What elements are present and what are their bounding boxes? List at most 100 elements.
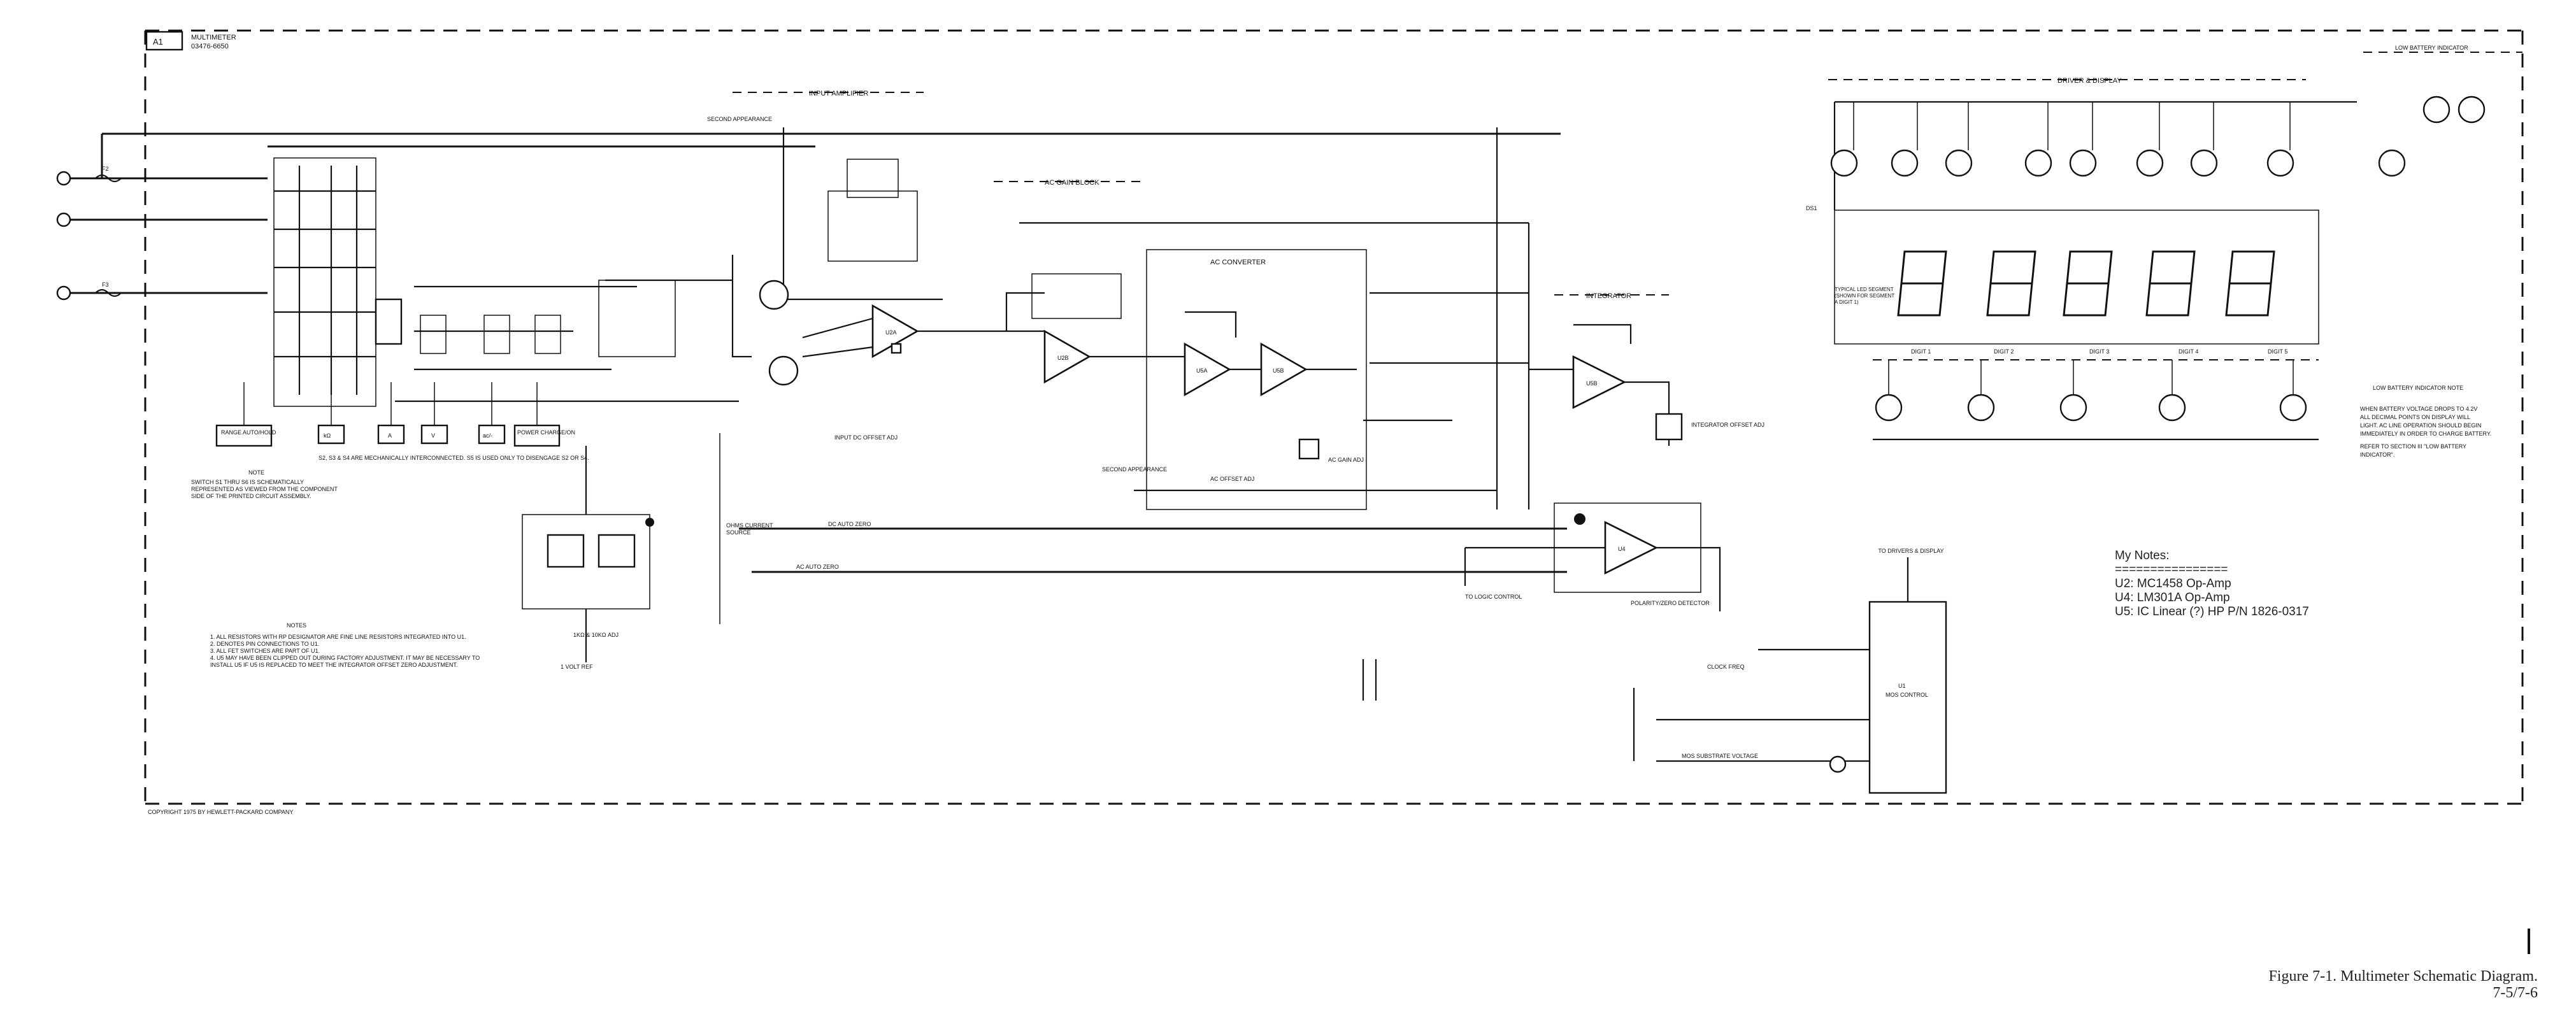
ac-gain-block: AC GAIN BLOCK U2B SECOND APPEARANCE [994, 179, 1167, 473]
digit-driver-transistors [1875, 394, 2307, 422]
svg-text:AC GAIN BLOCK: AC GAIN BLOCK [1045, 179, 1099, 187]
switch-mechanical-note: S2, S3 & S4 ARE MECHANICALLY INTERCONNEC… [318, 455, 589, 461]
svg-text:03476-6650: 03476-6650 [191, 43, 229, 50]
switch-label-row: RANGE AUTO/HOLD kΩ A V ac/- POWER CHARGE… [215, 382, 575, 447]
svg-text:AC AUTO ZERO: AC AUTO ZERO [796, 564, 839, 570]
digit-3-label: DIGIT 3 [2089, 348, 2109, 355]
svg-text:SECOND APPEARANCE: SECOND APPEARANCE [1102, 466, 1167, 473]
note-1: 1. ALL RESISTORS WITH RP DESIGNATOR ARE … [210, 634, 466, 640]
svg-text:INPUT DC OFFSET ADJ: INPUT DC OFFSET ADJ [834, 434, 898, 441]
svg-text:WHEN BATTERY VOLTAGE DROPS TO: WHEN BATTERY VOLTAGE DROPS TO 4.2V [2360, 406, 2477, 412]
input-terminals: F2 F3 [56, 132, 1561, 301]
svg-text:NOTES: NOTES [287, 622, 306, 629]
transistor-q2 [768, 355, 799, 386]
svg-text:U5B: U5B [1586, 380, 1598, 387]
opamp-u5 [1572, 355, 1626, 410]
svg-text:U1: U1 [1898, 683, 1906, 689]
notes-block: NOTES 1. ALL RESISTORS WITH RP DESIGNATO… [210, 622, 480, 668]
svg-text:U5A: U5A [1196, 367, 1208, 374]
assembly-header: A1 MULTIMETER 03476-6650 [145, 31, 236, 51]
figure-pages: 7-5/7-6 [2493, 985, 2538, 1001]
ohms-current-source: OHMS CURRENT SOURCE [719, 433, 773, 624]
switch-note-title: NOTE [248, 469, 264, 476]
svg-text:CLOCK FREQ: CLOCK FREQ [1707, 664, 1745, 670]
svg-text:LOW BATTERY INDICATOR NOTE: LOW BATTERY INDICATOR NOTE [2373, 385, 2463, 391]
svg-text:F2: F2 [102, 166, 109, 172]
svg-text:AC GAIN ADJ: AC GAIN ADJ [1328, 457, 1364, 463]
signal-buses: DC AUTO ZERO AC AUTO ZERO [739, 127, 1567, 573]
opamp-u4 [1604, 520, 1658, 575]
figure-caption: Figure 7-1. Multimeter Schematic Diagram… [2268, 968, 2538, 1001]
svg-text:INTEGRATOR: INTEGRATOR [1586, 292, 1631, 300]
svg-text:AC CONVERTER: AC CONVERTER [1210, 259, 1266, 266]
switch-range [215, 424, 273, 447]
switch-ac [478, 424, 506, 445]
figure-title: Figure 7-1. Multimeter Schematic Diagram… [2268, 968, 2538, 985]
led-display-module [1834, 210, 2319, 345]
svg-text:1KΩ & 10KΩ ADJ: 1KΩ & 10KΩ ADJ [573, 632, 619, 638]
svg-text:V: V [431, 432, 435, 439]
copyright: COPYRIGHT 1975 BY HEWLETT-PACKARD COMPAN… [148, 809, 293, 815]
svg-text:F3: F3 [102, 281, 109, 288]
mos-control-section: U1 MOS CONTROL TO DRIVERS & DISPLAY CLOC… [1362, 548, 1947, 794]
svg-text:U2A: U2A [885, 329, 897, 336]
svg-text:INPUT AMPLIFIER: INPUT AMPLIFIER [809, 90, 868, 97]
opamp-u2b [1043, 329, 1091, 384]
integrator-section: INTEGRATOR U5B INTEGRATOR OFFSET ADJ [1529, 292, 1764, 446]
svg-text:MOS SUBSTRATE VOLTAGE: MOS SUBSTRATE VOLTAGE [1682, 753, 1758, 759]
svg-text:IMMEDIATELY IN ORDER TO CHARGE: IMMEDIATELY IN ORDER TO CHARGE BATTERY. [2360, 431, 2491, 437]
driver-transistor-row [1830, 96, 2486, 177]
svg-text:DC AUTO ZERO: DC AUTO ZERO [828, 521, 871, 527]
ac-converter-section: AC CONVERTER U5A U5B AC OFFSET ADJ AC GA… [1146, 249, 1367, 510]
svg-text:ac/-: ac/- [483, 432, 492, 439]
polarity-zero-detector: U4 POLARITY/ZERO DETECTOR TO LOGIC CONTR… [1464, 502, 1721, 611]
svg-text:DRIVER & DISPLAY: DRIVER & DISPLAY [2057, 77, 2122, 85]
schematic-frame [144, 29, 2524, 805]
fet-switch-matrix [273, 157, 739, 407]
svg-text:ALL DECIMAL POINTS ON DISPLAY: ALL DECIMAL POINTS ON DISPLAY WILL [2360, 414, 2470, 420]
svg-text:INTEGRATOR OFFSET ADJ: INTEGRATOR OFFSET ADJ [1691, 422, 1764, 428]
svg-text:U4: U4 [1618, 546, 1626, 552]
svg-text:RANGE AUTO/HOLD: RANGE AUTO/HOLD [221, 429, 276, 436]
svg-text:1 VOLT REF: 1 VOLT REF [561, 664, 593, 670]
note-4: 4. U5 MAY HAVE BEEN CLIPPED OUT DURING F… [210, 655, 480, 668]
my-notes-line-2: U4: LM301A Op-Amp [2115, 591, 2230, 604]
my-notes-line-3: U5: IC Linear (?) HP P/N 1826-0317 [2115, 605, 2309, 618]
svg-text:INDICATOR".: INDICATOR". [2360, 452, 2394, 458]
mos-control-ic [1868, 601, 1947, 794]
svg-text:POLARITY/ZERO DETECTOR: POLARITY/ZERO DETECTOR [1631, 600, 1710, 606]
driver-display-section: DRIVER & DISPLAY LOW BATTERY INDICATOR D… [1806, 45, 2522, 441]
seven-segment-digits [1897, 250, 2275, 317]
note-3: 3. ALL FET SWITCHES ARE PART OF U1. [210, 648, 320, 654]
svg-text:DS1: DS1 [1806, 205, 1817, 211]
digit-5-label: DIGIT 5 [2268, 348, 2287, 355]
svg-text:U5B: U5B [1273, 367, 1284, 374]
svg-text:TO LOGIC CONTROL: TO LOGIC CONTROL [1465, 594, 1522, 600]
switch-kohm [317, 424, 345, 445]
digit-4-label: DIGIT 4 [2179, 348, 2198, 355]
input-amplifier-section: INPUT AMPLIFIER U2A SECOND APPEARANCE IN… [598, 90, 1006, 441]
svg-text:kΩ: kΩ [324, 432, 331, 439]
digit-2-label: DIGIT 2 [1994, 348, 2014, 355]
switch-note-text: SWITCH S1 THRU S6 IS SCHEMATICALLY REPRE… [191, 479, 338, 499]
low-battery-note: LOW BATTERY INDICATOR NOTE WHEN BATTERY … [2360, 385, 2491, 458]
svg-text:POWER CHARGE/ON: POWER CHARGE/ON [517, 429, 575, 436]
my-notes-line-1: U2: MC1458 Op-Amp [2115, 577, 2231, 590]
note-2: 2. DENOTES PIN CONNECTIONS TO U1. [210, 641, 320, 647]
transistor-q [759, 280, 789, 310]
opamp-u5a [1184, 342, 1231, 397]
svg-text:LOW BATTERY INDICATOR: LOW BATTERY INDICATOR [2395, 45, 2468, 51]
ohms-reference-block: 1KΩ & 10KΩ ADJ 1 VOLT REF [522, 446, 654, 670]
svg-text:AC OFFSET ADJ: AC OFFSET ADJ [1210, 476, 1254, 482]
svg-text:SECOND APPEARANCE: SECOND APPEARANCE [707, 116, 772, 122]
svg-text:MULTIMETER: MULTIMETER [191, 34, 236, 41]
svg-text:U2B: U2B [1057, 355, 1069, 361]
svg-text:A1: A1 [153, 37, 163, 46]
svg-text:REFER TO SECTION III "LOW BATT: REFER TO SECTION III "LOW BATTERY [2360, 443, 2466, 450]
svg-text:LIGHT. AC LINE OPERATION SHOUL: LIGHT. AC LINE OPERATION SHOULD BEGIN [2360, 422, 2481, 429]
svg-text:A: A [388, 432, 392, 439]
my-notes: My Notes: ================ U2: MC1458 Op… [2115, 549, 2309, 619]
my-notes-rule: ================ [2115, 563, 2228, 576]
digit-1-label: DIGIT 1 [1911, 348, 1931, 355]
